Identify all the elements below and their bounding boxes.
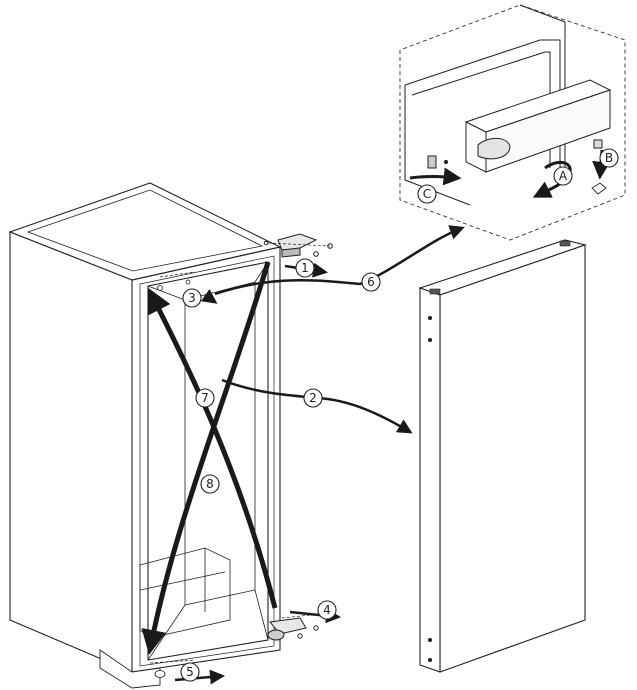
svg-text:C: C (423, 187, 431, 201)
svg-text:1: 1 (301, 261, 309, 275)
step-label-2: 2 (303, 388, 323, 408)
step-label-3: 3 (182, 288, 202, 308)
step-label-4: 4 (317, 600, 337, 620)
svg-text:6: 6 (367, 275, 375, 289)
svg-text:4: 4 (323, 603, 331, 617)
detail-handle (427, 79, 612, 173)
svg-text:A: A (559, 169, 568, 183)
detail-label-b: B (599, 148, 619, 168)
svg-text:8: 8 (206, 477, 214, 491)
step-label-7: 7 (195, 388, 215, 408)
detail-label-c: C (417, 184, 437, 204)
fridge-cabinet (8, 182, 282, 689)
top-hinge (263, 233, 333, 258)
detail-label-a: A (553, 166, 573, 186)
svg-text:3: 3 (188, 291, 196, 305)
swap-arrows (141, 261, 278, 655)
detail-inset (399, 4, 626, 241)
step-label-8: 8 (200, 474, 220, 494)
step-label-6: 6 (361, 272, 381, 292)
svg-text:5: 5 (186, 665, 194, 679)
door-panel (418, 239, 587, 673)
svg-text:2: 2 (309, 391, 317, 405)
svg-text:B: B (605, 151, 613, 165)
bottom-hinge (267, 613, 321, 641)
svg-text:7: 7 (201, 391, 209, 405)
step-label-5: 5 (180, 662, 200, 682)
detail-screw-b (591, 182, 607, 195)
step-label-1: 1 (295, 258, 315, 278)
